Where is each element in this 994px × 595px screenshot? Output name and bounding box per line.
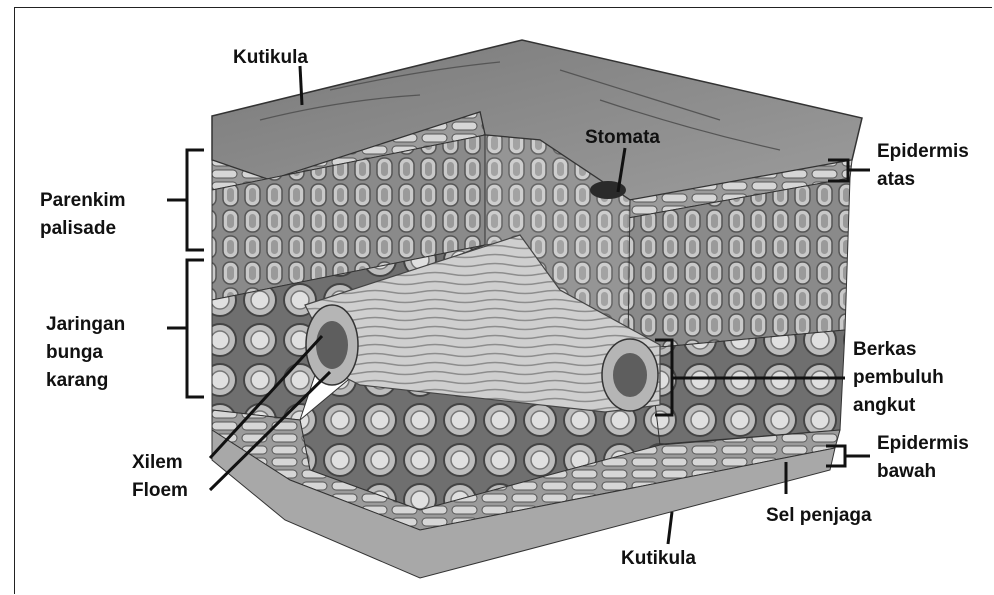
label-jaringan-line1: Jaringan (46, 313, 125, 337)
label-epidermis-bawah-line2: bawah (877, 460, 936, 484)
label-sel-penjaga: Sel penjaga (766, 504, 872, 528)
label-epidermis-atas-line2: atas (877, 168, 915, 192)
label-kutikula-top: Kutikula (233, 46, 308, 70)
label-berkas-line2: pembuluh (853, 366, 944, 390)
label-jaringan-line2: bunga (46, 341, 103, 365)
label-jaringan-line3: karang (46, 369, 108, 393)
label-floem: Floem (132, 479, 188, 503)
label-epidermis-bawah-line1: Epidermis (877, 432, 969, 456)
label-parenkim-line2: palisade (40, 217, 116, 241)
label-epidermis-atas-line1: Epidermis (877, 140, 969, 164)
label-parenkim-line1: Parenkim (40, 189, 126, 213)
label-kutikula-bottom: Kutikula (621, 547, 696, 571)
label-xilem: Xilem (132, 451, 183, 475)
label-stomata: Stomata (585, 126, 660, 150)
label-berkas-line3: angkut (853, 394, 915, 418)
label-berkas-line1: Berkas (853, 338, 916, 362)
